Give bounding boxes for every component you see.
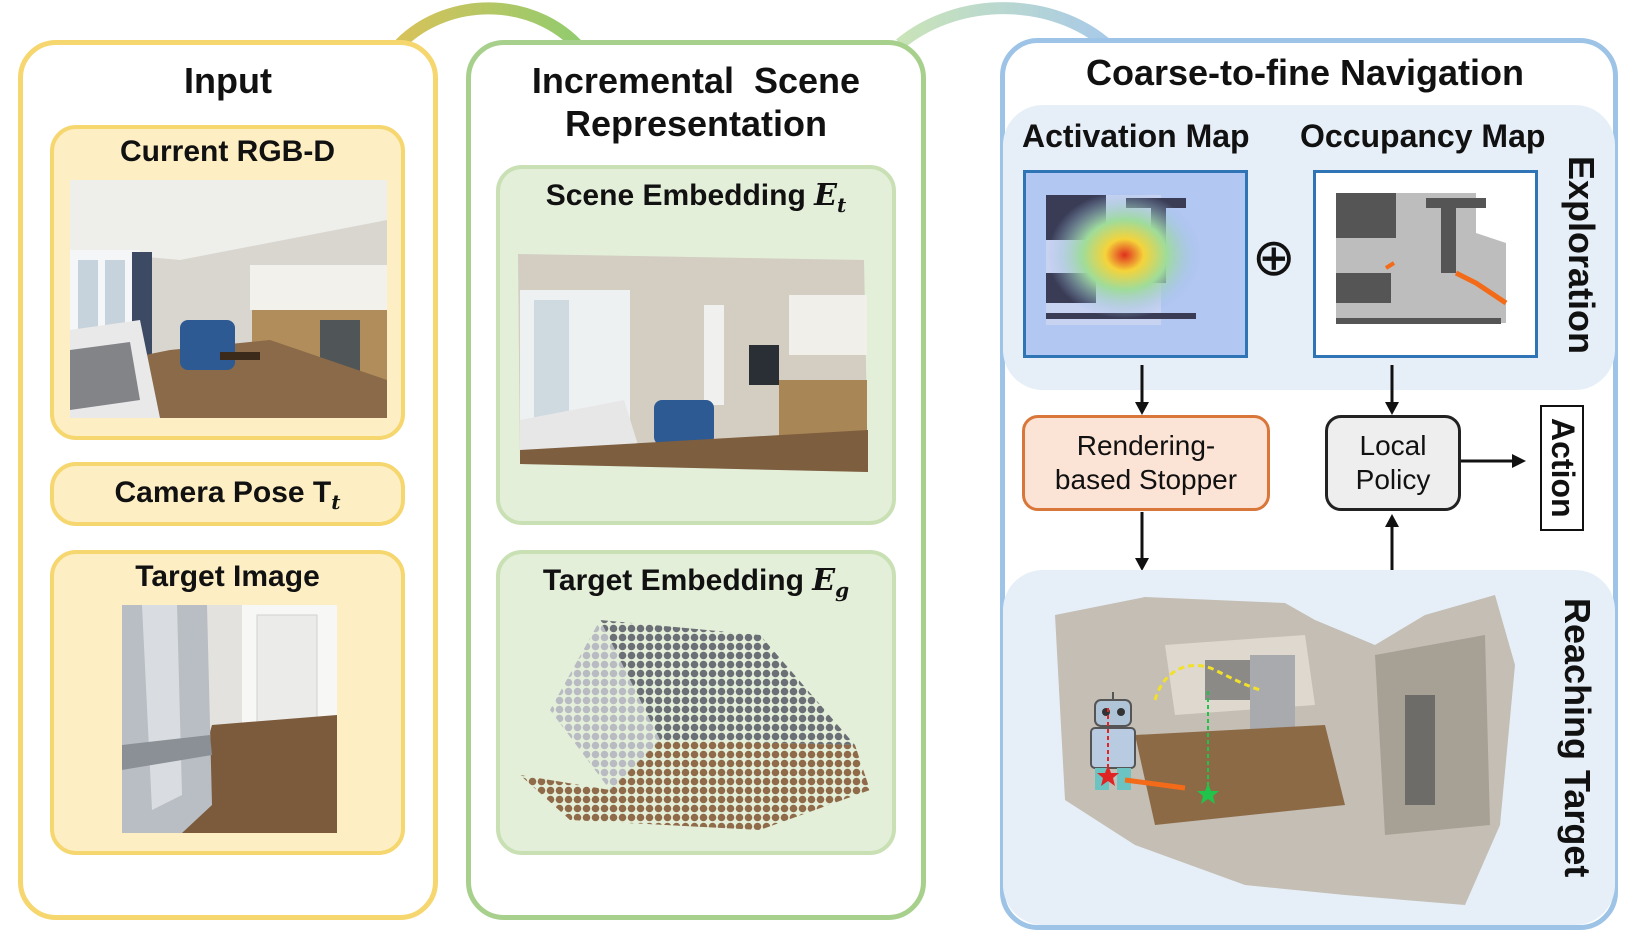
target-embedding-label: Target Embedding (542, 564, 813, 597)
camera-pose-box (50, 462, 405, 526)
red-star-icon (1097, 765, 1119, 786)
scene-panel-title-line2: Representation (564, 103, 828, 144)
target-embedding-subscript: g (835, 578, 850, 602)
activation-map-frame (1023, 170, 1248, 358)
target-image-title: Target Image (135, 560, 320, 593)
scene-embedding-title: Scene Embedding Et (496, 178, 896, 217)
green-star-icon (1197, 783, 1219, 804)
camera-pose-subscript: t (331, 490, 341, 514)
policy-line2: Policy (1355, 464, 1431, 495)
activation-map-label: Activation Map (1022, 118, 1250, 154)
action-box (1540, 405, 1584, 531)
stopper-line1: Rendering- (1076, 430, 1216, 462)
stopper-line2: based Stopper (1054, 464, 1238, 495)
occupancy-map (1316, 173, 1535, 355)
arrow-scene-to-nav (896, 2, 1120, 57)
current-rgbd-title: Current RGB-D (120, 135, 335, 168)
planned-path (1454, 270, 1508, 306)
reaching-target-scene (1055, 595, 1515, 905)
target-image-photo (122, 605, 337, 833)
local-policy-box: Local Policy (1325, 415, 1461, 511)
rendering-stopper-box: Rendering- based Stopper (1022, 415, 1270, 511)
reaching-target-label: Reaching Target (1557, 598, 1598, 878)
current-rgbd-image (70, 180, 387, 418)
reaching-trajectory (1124, 777, 1186, 791)
occupancy-map-label: Occupancy Map (1300, 118, 1546, 154)
target-embedding-title: Target Embedding Eg (496, 563, 896, 602)
robot-icon (1090, 692, 1136, 790)
flow-arrows-nav (1135, 365, 1526, 572)
target-embedding-symbol: E (812, 563, 836, 598)
nav-panel-title: Coarse-to-fine Navigation (1085, 52, 1525, 93)
scene-panel-title-line1: Incremental Scene (531, 60, 861, 101)
exploration-trajectory (1153, 663, 1261, 701)
camera-pose-title: Camera Pose Tt (50, 476, 405, 514)
camera-pose-label: Camera Pose T (114, 476, 332, 509)
scene-embedding-subscript: t (837, 193, 847, 217)
scene-embedding-label: Scene Embedding (545, 179, 815, 212)
exploration-label: Exploration (1561, 155, 1602, 355)
policy-line1: Local (1359, 430, 1427, 462)
input-panel-title: Input (184, 60, 272, 101)
target-embedding-pointcloud (520, 620, 870, 830)
action-label: Action (1545, 418, 1581, 518)
scene-embedding-symbol: E (814, 178, 837, 213)
scene-embedding-render (518, 254, 868, 472)
plus-icon: ⊕ (1252, 228, 1296, 288)
activation-map (1026, 173, 1245, 355)
arrow-input-to-scene (395, 2, 590, 58)
occupancy-map-frame (1313, 170, 1538, 358)
